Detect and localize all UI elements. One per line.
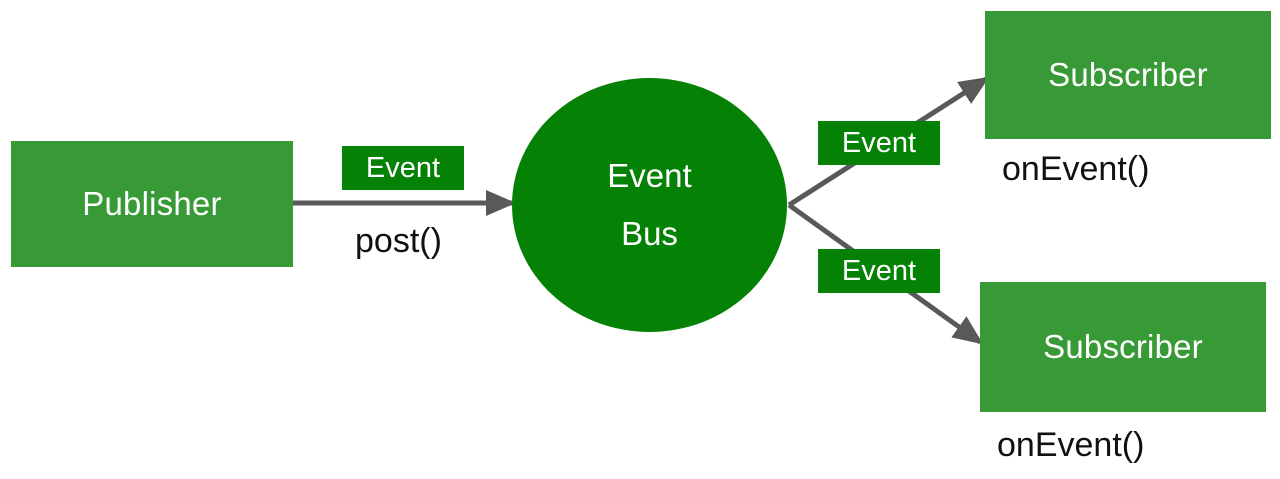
- event-badge-post-label: Event: [365, 151, 441, 184]
- event-bus-label-line1: Event: [607, 157, 692, 195]
- event-badge-bottom-label: Event: [841, 254, 917, 287]
- publisher-label: Publisher: [82, 184, 222, 222]
- subscriber-node-bottom[interactable]: Subscriber: [980, 282, 1266, 412]
- caption-onevent-top: onEvent(): [1002, 150, 1150, 188]
- event-bus-node[interactable]: Event Bus: [512, 78, 787, 332]
- subscriber-top-label: Subscriber: [1048, 55, 1208, 93]
- caption-onevent-bottom: onEvent(): [997, 426, 1145, 464]
- event-badge-top-label: Event: [841, 126, 917, 159]
- event-badge-publisher-to-bus: Event: [342, 146, 464, 190]
- subscriber-node-top[interactable]: Subscriber: [985, 11, 1271, 139]
- event-badge-bus-to-subscriber-bottom: Event: [818, 249, 940, 293]
- caption-post-method: post(): [355, 222, 442, 260]
- event-bus-label-line2: Bus: [621, 215, 678, 252]
- event-badge-bus-to-subscriber-top: Event: [818, 121, 940, 165]
- subscriber-bottom-label: Subscriber: [1043, 327, 1203, 365]
- publisher-node[interactable]: Publisher: [11, 141, 293, 267]
